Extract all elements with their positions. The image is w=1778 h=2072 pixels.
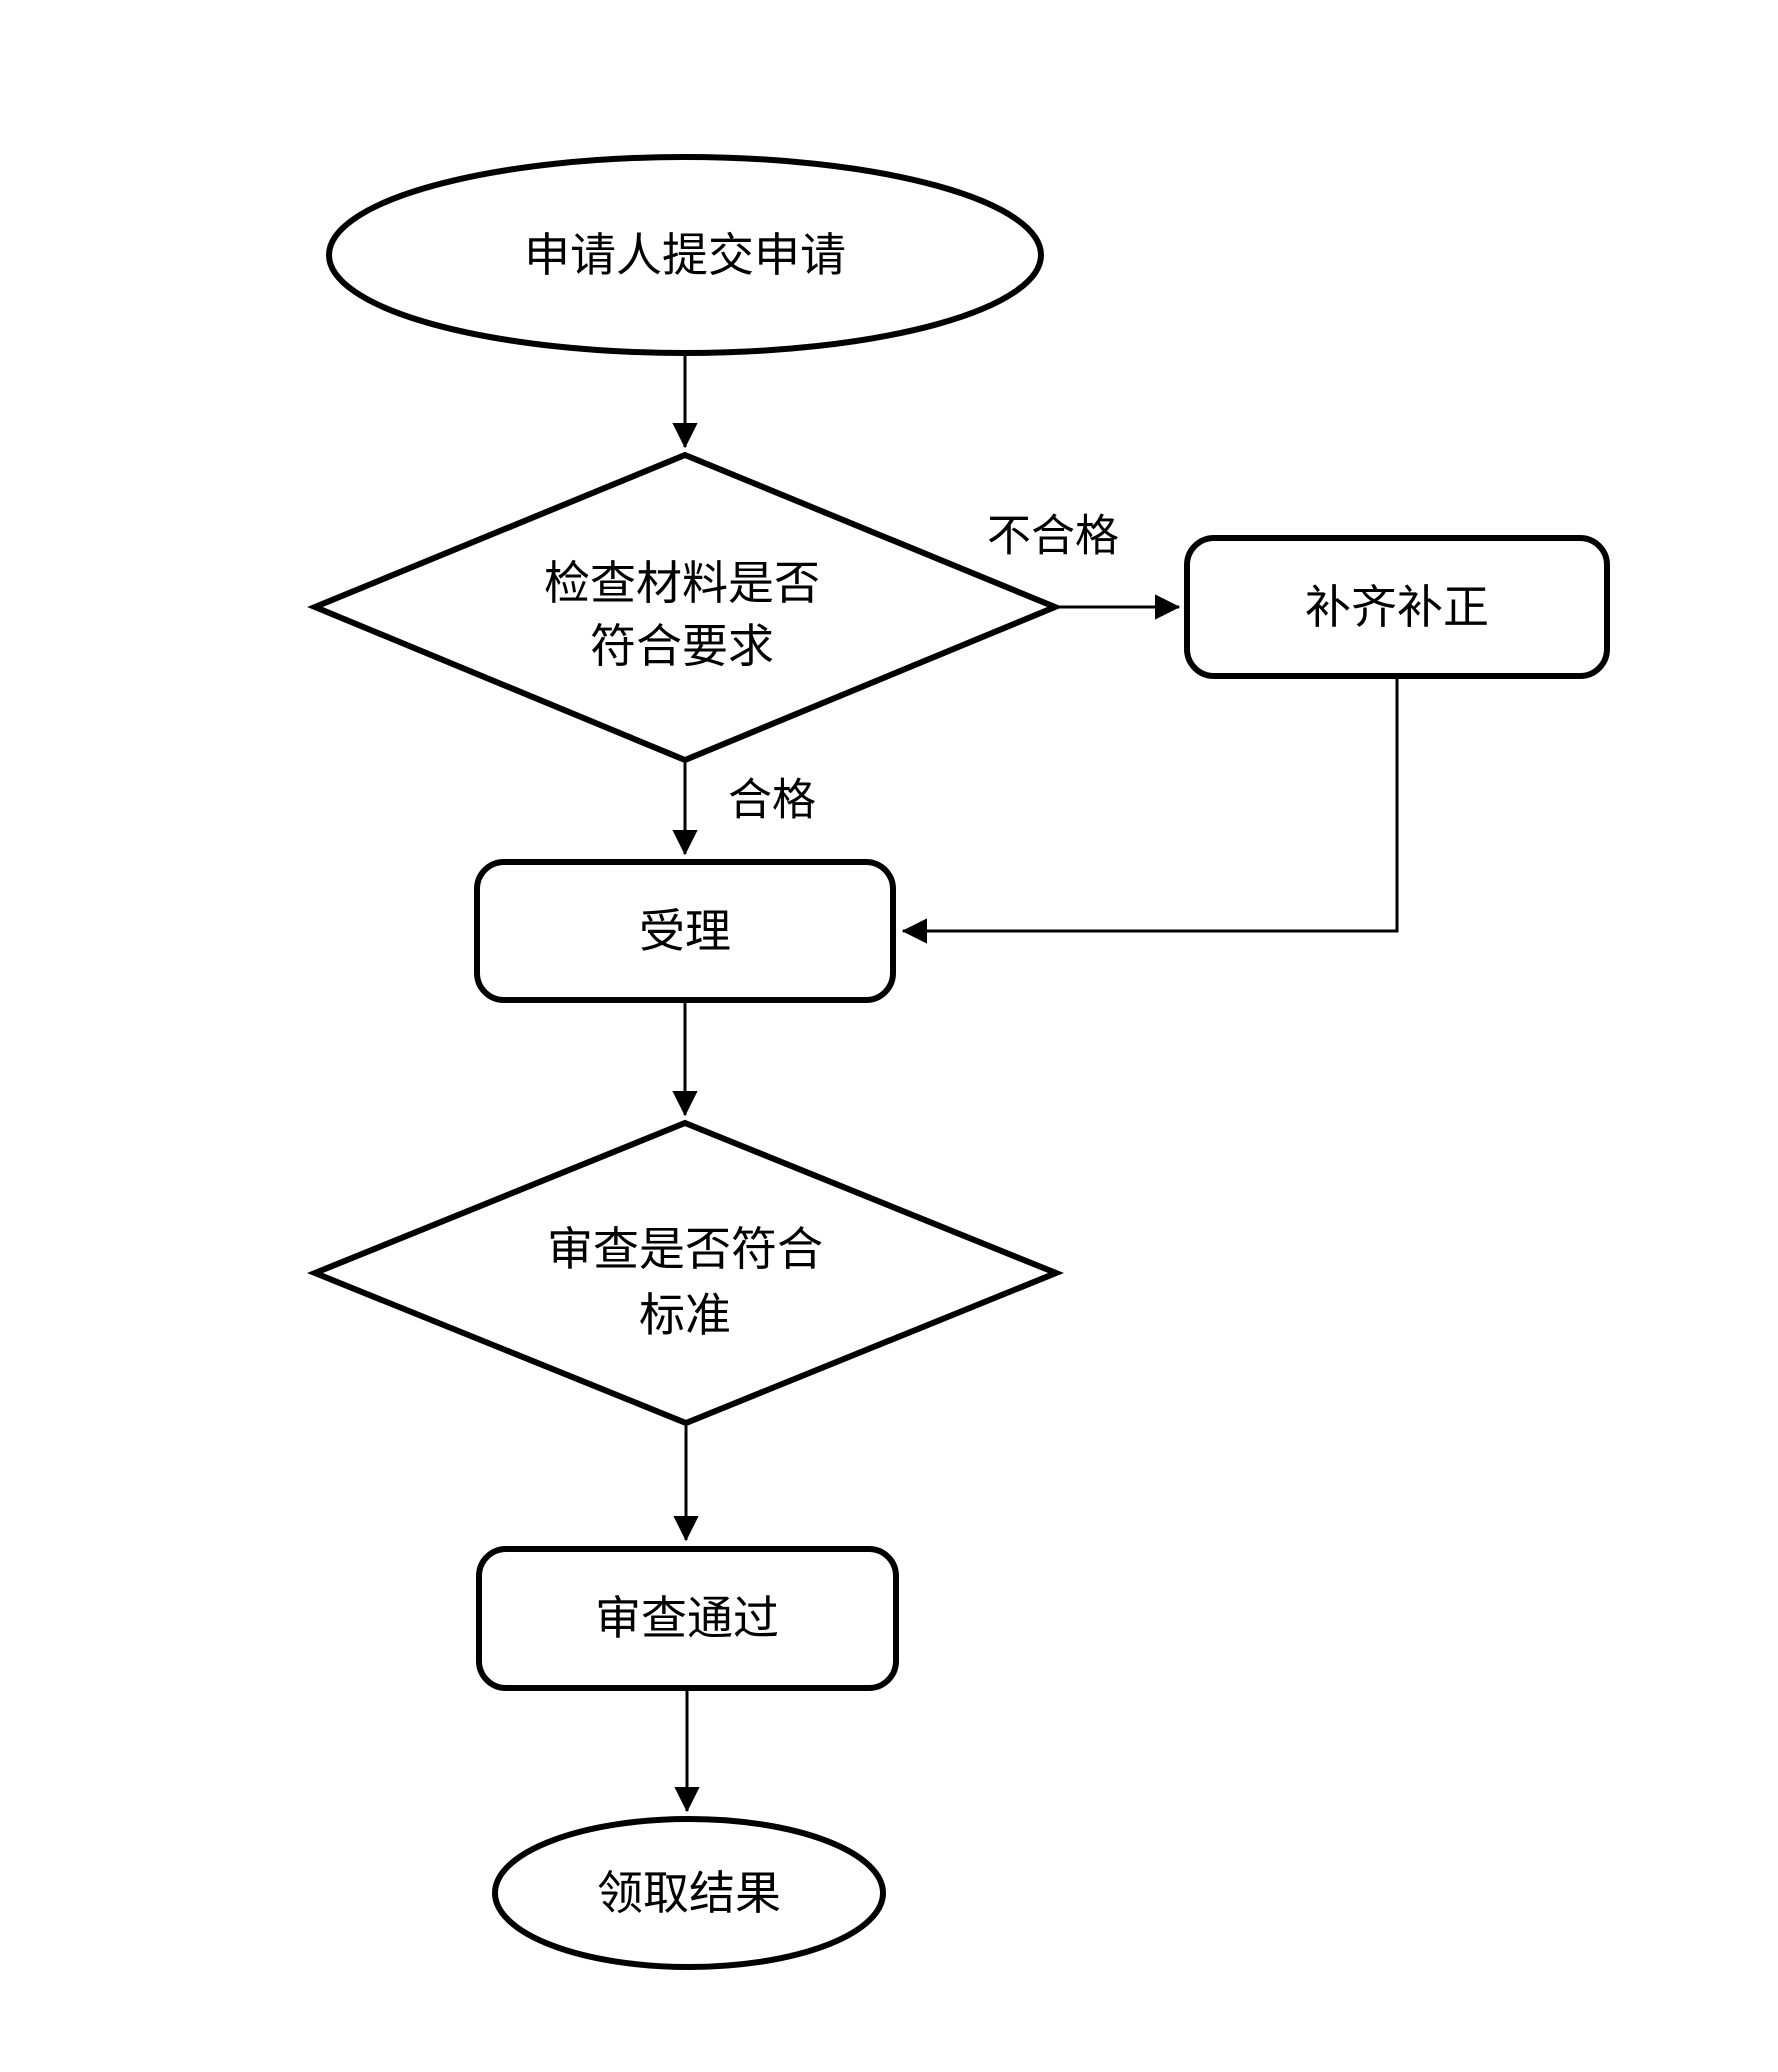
check-decision-label-line2: 符合要求 xyxy=(590,621,774,672)
review-decision-label-line2: 标准 xyxy=(639,1290,731,1341)
result-node-label: 领取结果 xyxy=(597,1868,781,1919)
pass-branch-label: 合格 xyxy=(728,775,816,824)
start-node-shape xyxy=(326,154,1044,356)
passed-node-shape xyxy=(476,1546,899,1691)
check-decision-shape xyxy=(307,451,1063,764)
result-node-shape xyxy=(492,1816,886,1970)
accept-node-label: 受理 xyxy=(639,906,731,957)
review-decision-label-line1: 审查是否符合 xyxy=(547,1224,823,1275)
supplement-node-label: 补齐补正 xyxy=(1305,582,1489,633)
accept-node-shape xyxy=(474,859,896,1003)
start-node-label: 申请人提交申请 xyxy=(524,230,846,281)
review-decision-shape xyxy=(307,1119,1064,1427)
check-decision-label-line1: 检查材料是否 xyxy=(544,558,820,609)
fail-branch-label: 不合格 xyxy=(987,511,1119,560)
supplement-node-shape xyxy=(1184,535,1610,679)
edge-supplement-to-accept xyxy=(901,678,1399,944)
passed-node-label: 审查通过 xyxy=(595,1593,779,1644)
